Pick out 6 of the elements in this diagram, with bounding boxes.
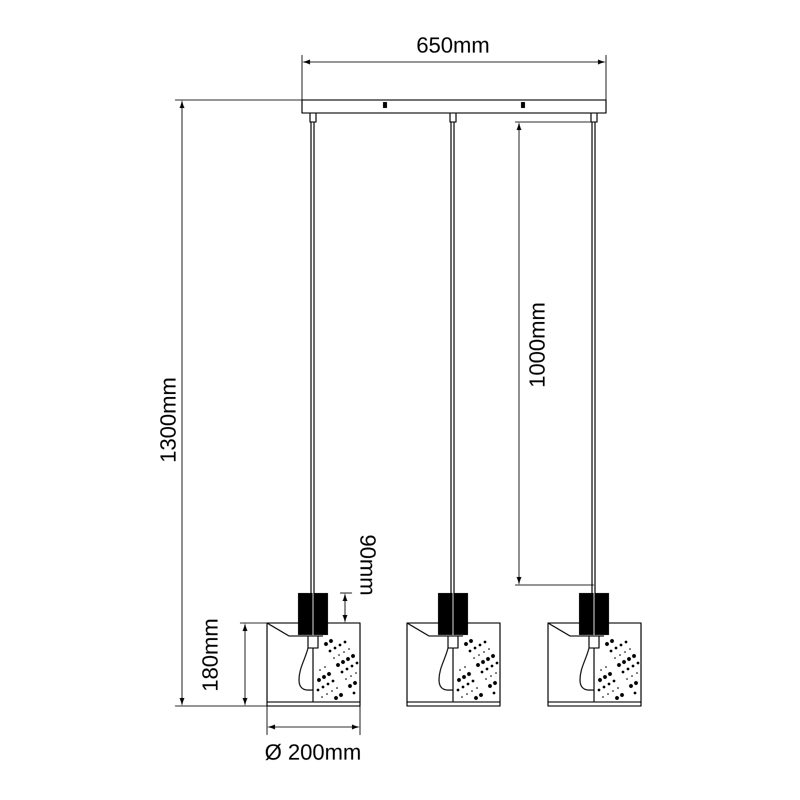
dimension-label: 1300mm: [160, 378, 176, 462]
dimension-label: 90mm: [360, 535, 376, 594]
dimension-label: 180mm: [202, 620, 218, 690]
dimension-label: 650mm: [417, 37, 488, 53]
dimension-label: 1000mm: [529, 304, 545, 386]
dimension-label: Ø 200mm: [265, 744, 360, 760]
